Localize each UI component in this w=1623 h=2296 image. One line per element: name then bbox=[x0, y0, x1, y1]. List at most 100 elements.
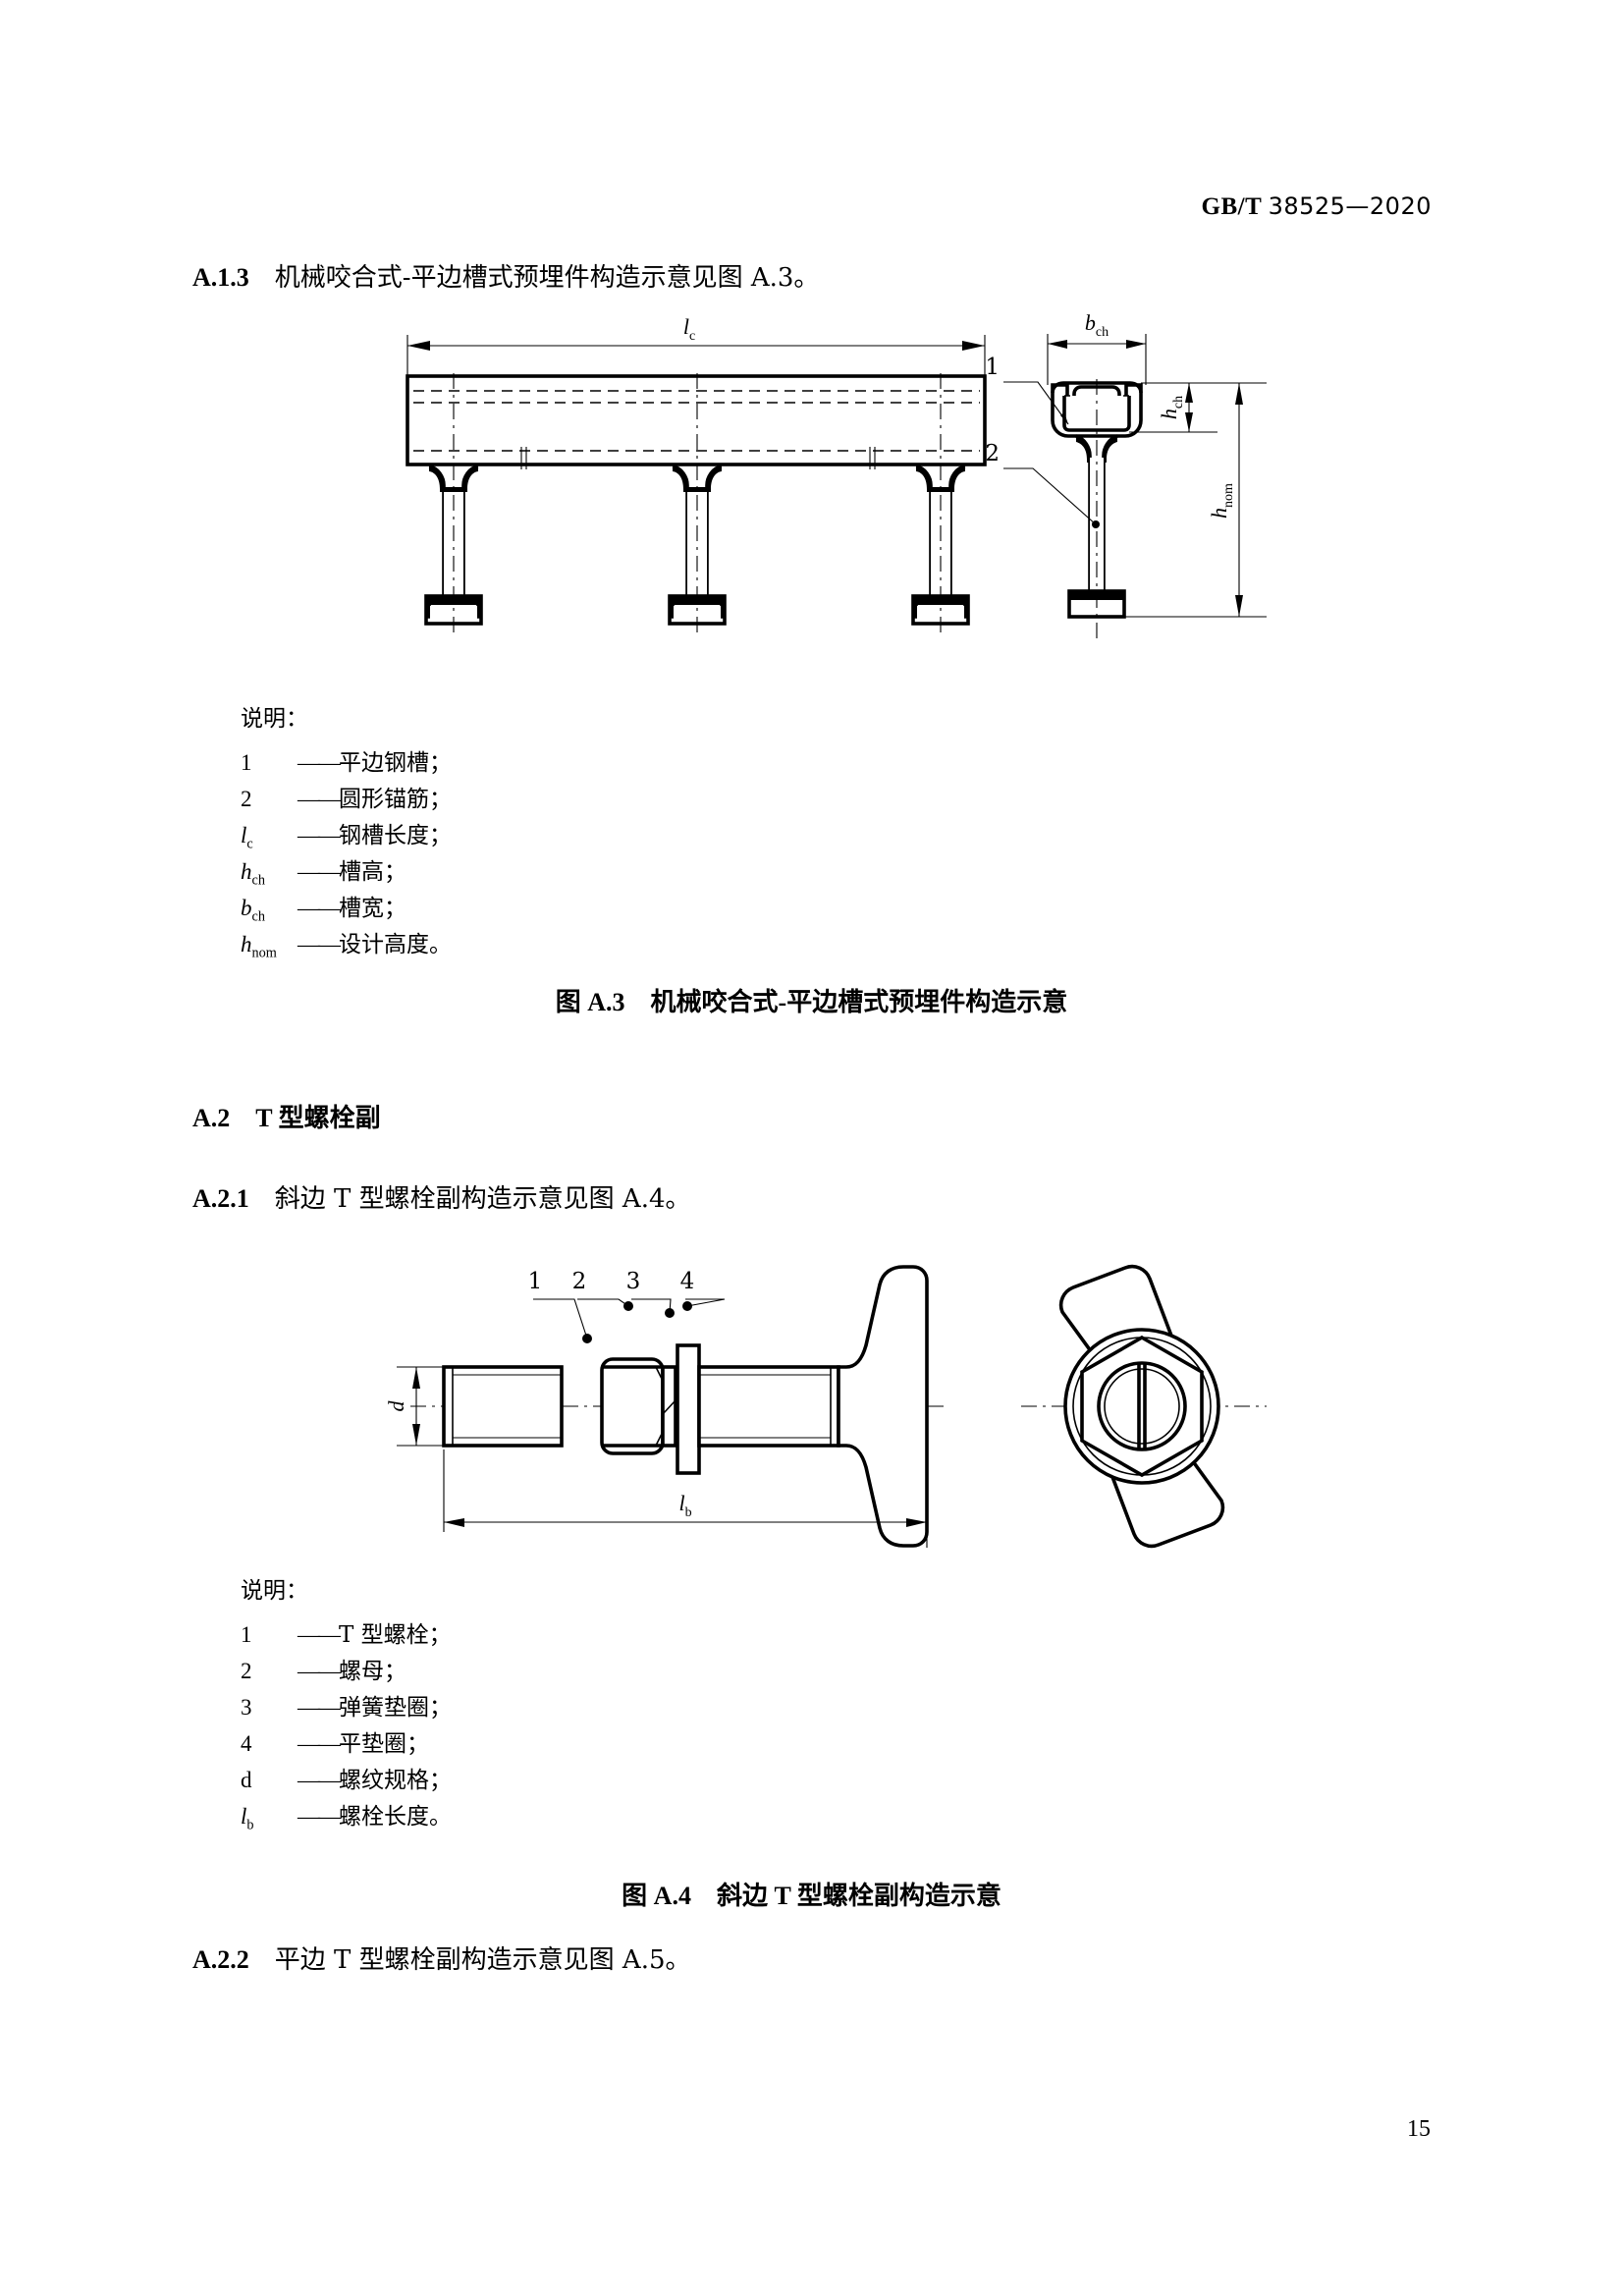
dimension-nominal-height: hnom bbox=[1124, 382, 1267, 618]
legend-symbol: 1 bbox=[241, 750, 252, 775]
standard-prefix: GB/T bbox=[1201, 193, 1262, 220]
channel-elevation bbox=[406, 374, 987, 469]
legend-item: 1 —— T 型螺栓； bbox=[241, 1615, 452, 1648]
legend-dash: —— bbox=[298, 787, 341, 811]
legend-symbol: 2 bbox=[241, 787, 252, 811]
figure-a4-caption-label: 图 A.4 bbox=[622, 1882, 691, 1910]
legend-text: 槽高； bbox=[339, 859, 406, 885]
paragraph-a22-text: 平边 T 型螺栓副构造示意见图 A.5。 bbox=[274, 1945, 691, 1975]
anchor-stud bbox=[911, 373, 970, 638]
figure-a3-caption: 图 A.3 机械咬合式-平边槽式预埋件构造示意 bbox=[0, 982, 1623, 1018]
dimension-thread-diameter: d bbox=[384, 1366, 444, 1447]
legend-item: lb —— 螺栓长度。 bbox=[241, 1797, 452, 1833]
figure-a3-caption-text: 机械咬合式-平边槽式预埋件构造示意 bbox=[650, 988, 1068, 1016]
paragraph-a22: A.2.2 平边 T 型螺栓副构造示意见图 A.5。 bbox=[192, 1940, 691, 1976]
t-bolt-head bbox=[837, 1265, 929, 1548]
paragraph-a13-text: 机械咬合式-平边槽式预埋件构造示意见图 A.3。 bbox=[274, 263, 820, 293]
anchor-stud-group bbox=[424, 373, 970, 638]
legend-text: 螺母； bbox=[339, 1659, 406, 1684]
legend-dash: —— bbox=[298, 1768, 341, 1792]
paragraph-a21: A.2.1 斜边 T 型螺栓副构造示意见图 A.4。 bbox=[192, 1178, 691, 1215]
legend-item: bch —— 槽宽； bbox=[241, 889, 452, 925]
legend-item: 2 —— 螺母； bbox=[241, 1652, 452, 1684]
legend-dash: —— bbox=[298, 1622, 341, 1647]
legend-symbol: lb bbox=[241, 1804, 254, 1833]
anchor-stud bbox=[668, 373, 727, 638]
figure-a3-caption-label: 图 A.3 bbox=[555, 988, 625, 1016]
legend-symbol: lc bbox=[241, 823, 253, 852]
figure-a3-legend: 说明： 1 —— 平边钢槽； 2 —— 圆形锚筋； lc —— 钢槽长度； hc… bbox=[241, 699, 452, 961]
callout-1-leader: 1 bbox=[985, 355, 1069, 425]
svg-text:hch: hch bbox=[1157, 396, 1186, 419]
figure-a3-drawing: lc bbox=[406, 310, 1267, 638]
callout-4-leader: 4 bbox=[680, 1269, 726, 1311]
legend-item: hch —— 槽高； bbox=[241, 852, 452, 889]
legend-dash: —— bbox=[298, 1659, 341, 1683]
legend-text: 螺栓长度。 bbox=[339, 1804, 452, 1830]
legend-symbol: d bbox=[241, 1768, 252, 1792]
dimension-channel-width: bch bbox=[1047, 310, 1147, 385]
spring-washer bbox=[661, 1365, 677, 1448]
anchor-stud bbox=[424, 373, 483, 638]
figure-a4-drawing: d bbox=[384, 1264, 1267, 1549]
legend-title: 说明： bbox=[241, 706, 308, 732]
legend-symbol: 4 bbox=[241, 1731, 252, 1756]
legend-text: 螺纹规格； bbox=[339, 1768, 452, 1793]
callout-2-leader: 2 bbox=[572, 1269, 633, 1311]
legend-symbol: hnom bbox=[241, 932, 277, 961]
legend-item: lc —— 钢槽长度； bbox=[241, 816, 452, 852]
legend-text: 钢槽长度； bbox=[339, 823, 452, 848]
paragraph-a22-label: A.2.2 bbox=[192, 1945, 249, 1974]
flat-washer bbox=[676, 1343, 701, 1475]
paragraph-a13-label: A.1.3 bbox=[192, 263, 249, 292]
legend-dash: —— bbox=[298, 932, 341, 957]
legend-text: 弹簧垫圈； bbox=[339, 1695, 452, 1721]
svg-text:3: 3 bbox=[626, 1269, 641, 1294]
legend-symbol: hch bbox=[241, 859, 265, 889]
callout-3-leader: 3 bbox=[626, 1269, 675, 1318]
legend-symbol: 2 bbox=[241, 1659, 252, 1683]
svg-text:bch: bch bbox=[1085, 310, 1109, 340]
heading-a2-label: A.2 bbox=[192, 1104, 231, 1132]
legend-text: 平边钢槽； bbox=[339, 750, 452, 776]
legend-dash: —— bbox=[298, 1695, 341, 1720]
figure-a4-callouts: 1 2 3 4 bbox=[528, 1269, 726, 1343]
svg-text:1: 1 bbox=[985, 355, 1000, 380]
page-number: 15 bbox=[1407, 2116, 1431, 2142]
legend-item: 3 —— 弹簧垫圈； bbox=[241, 1688, 452, 1721]
legend-symbol: 1 bbox=[241, 1622, 252, 1647]
bolt-plain-shank bbox=[697, 1365, 840, 1448]
legend-dash: —— bbox=[298, 896, 341, 920]
callout-1-leader: 1 bbox=[528, 1269, 592, 1343]
standard-number: 38525—2020 bbox=[1268, 192, 1432, 220]
svg-text:1: 1 bbox=[528, 1269, 543, 1294]
svg-text:hnom: hnom bbox=[1207, 483, 1236, 519]
callout-2-leader: 2 bbox=[985, 441, 1100, 528]
channel-cross-section bbox=[1051, 379, 1143, 638]
paragraph-a21-label: A.2.1 bbox=[192, 1184, 249, 1213]
legend-dash: —— bbox=[298, 1731, 341, 1756]
hex-nut bbox=[600, 1357, 665, 1455]
legend-item: 2 —— 圆形锚筋； bbox=[241, 780, 452, 812]
legend-text: T 型螺栓； bbox=[339, 1622, 452, 1648]
legend-symbol: bch bbox=[241, 896, 265, 925]
bolt-threaded-shank bbox=[442, 1365, 564, 1448]
svg-text:lb: lb bbox=[678, 1491, 691, 1520]
legend-dash: —— bbox=[298, 750, 341, 775]
bolt-end-view bbox=[1021, 1264, 1267, 1549]
legend-text: 圆形锚筋； bbox=[339, 787, 452, 812]
paragraph-a13: A.1.3 机械咬合式-平边槽式预埋件构造示意见图 A.3。 bbox=[192, 257, 819, 294]
legend-dash: —— bbox=[298, 1804, 341, 1829]
legend-title: 说明： bbox=[241, 1578, 308, 1604]
legend-dash: —— bbox=[298, 859, 341, 884]
legend-symbol: 3 bbox=[241, 1695, 252, 1720]
legend-text: 设计高度。 bbox=[339, 932, 452, 957]
paragraph-a21-text: 斜边 T 型螺栓副构造示意见图 A.4。 bbox=[274, 1184, 691, 1214]
legend-item: d —— 螺纹规格； bbox=[241, 1761, 452, 1793]
page-header: GB/T 38525—2020 bbox=[1202, 192, 1432, 221]
legend-item: 1 —— 平边钢槽； bbox=[241, 743, 452, 776]
legend-item: 4 —— 平垫圈； bbox=[241, 1724, 452, 1757]
